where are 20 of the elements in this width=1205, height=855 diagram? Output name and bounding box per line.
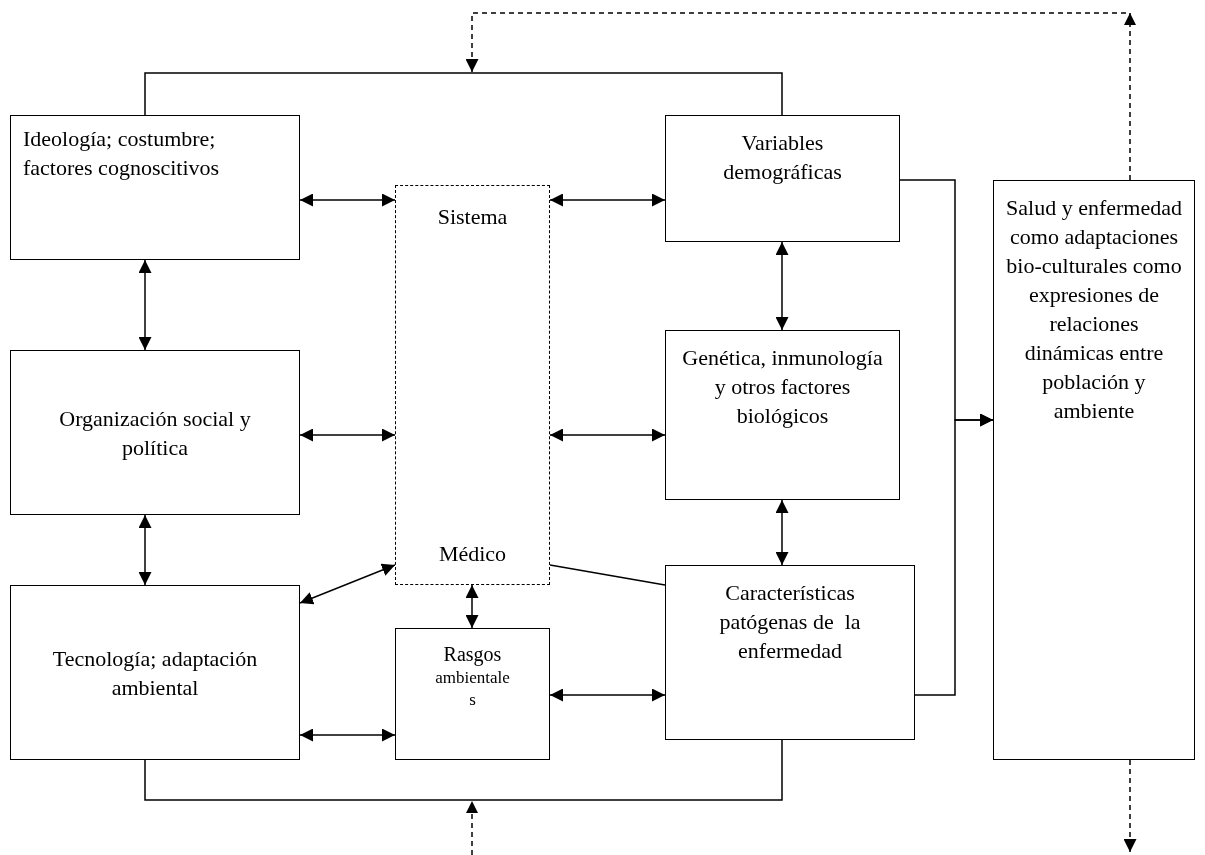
box-text: Ideología; costumbre; factores cognoscitivos [23,125,221,182]
box-text: Sistema [437,203,508,231]
box-text: Genética, inmunología y otros factores biológicos [681,344,884,430]
process-box [665,115,900,242]
process-box [993,180,1195,760]
process-box [10,115,300,260]
box-text: Médico [438,540,507,568]
process-box [395,628,550,760]
process-box [10,350,300,515]
process-box [665,565,915,740]
box-text: Organización social y política [58,404,252,462]
box-text: Variables demográficas [722,129,843,186]
process-box [665,330,900,500]
box-text: Tecnología; adaptación ambiental [51,644,259,702]
box-text: ambientale s [434,667,511,711]
box-text: Rasgos [443,642,502,667]
process-box [10,585,300,760]
box-text: Salud y enfermedad como adaptaciones bio-culturales como expresiones de relaciones dinámicas entre población y ambiente [1006,194,1182,425]
dashed-system-box [395,185,550,585]
box-text: Características patógenas de la enfermedad [718,579,862,665]
